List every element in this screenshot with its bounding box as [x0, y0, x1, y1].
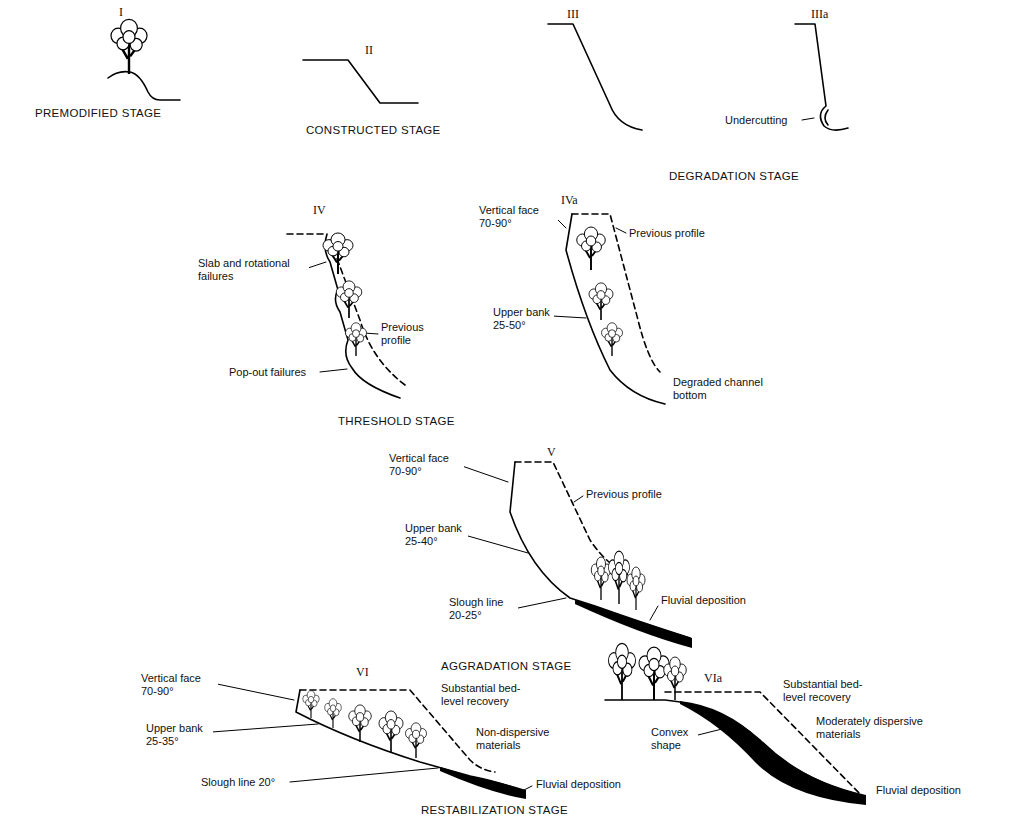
bank-profile: [566, 214, 665, 404]
annotation: Fluvial deposition: [660, 594, 747, 607]
stage-title: AGGRADATION STAGE: [440, 660, 573, 673]
stage-number: VI: [355, 666, 370, 679]
annotation: Substantial bed-level recovery: [440, 682, 538, 708]
stage-title: CONSTRUCTED STAGE: [305, 124, 442, 137]
stage-number: IIIa: [810, 8, 829, 21]
annotation: Upper bank 25-40°: [404, 522, 468, 548]
stage-number: I: [118, 6, 124, 19]
bank-profile: [303, 60, 418, 103]
annotation: Pop-out failures: [228, 366, 307, 379]
annotation: Moderately dispersive materials: [815, 715, 929, 741]
stage-number: VIa: [703, 672, 723, 685]
stage-number: III: [566, 8, 580, 21]
fluvial-deposit: [575, 600, 692, 648]
undercut-notch: [825, 110, 828, 125]
stage-number: II: [364, 44, 374, 57]
annotation: Vertical face 70-90°: [140, 672, 218, 698]
trees: [111, 19, 686, 758]
annotation: Slab and rotational failures: [197, 257, 309, 283]
fluvial-deposit: [440, 767, 526, 799]
bank-profile: [795, 24, 848, 130]
annotation: Substantial bed-level recovery: [782, 678, 880, 704]
annotation: Vertical face 70-90°: [388, 452, 464, 478]
annotation: Vertical face 70-90°: [478, 204, 558, 230]
annotation: Slough line 20°: [200, 776, 276, 789]
leader-line: [802, 118, 814, 120]
bank-profile: [548, 24, 642, 130]
stage-title: PREMODIFIED STAGE: [34, 107, 162, 120]
stage-number: IV: [312, 204, 327, 217]
stage-number: V: [546, 446, 557, 459]
stage-number: IVa: [560, 194, 579, 207]
annotation: Upper bank 25-35°: [145, 722, 213, 748]
annotation: Undercutting: [724, 114, 788, 127]
annotation: Convex shape: [650, 726, 698, 752]
annotation: Slough line 20-25°: [448, 596, 518, 622]
stage-title: THRESHOLD STAGE: [337, 415, 456, 428]
bank-profile: [325, 234, 400, 398]
stage-title: RESTABILIZATION STAGE: [420, 804, 569, 817]
annotation: Fluvial deposition: [535, 778, 622, 791]
annotation: Non-dispersive materials: [475, 726, 557, 752]
leader-line: [552, 218, 626, 318]
annotation: Upper bank 25-50°: [492, 306, 554, 332]
previous-profile: [330, 240, 405, 385]
annotation: Previous profile: [585, 488, 663, 501]
previous-profile: [287, 233, 327, 235]
annotation: Fluvial deposition: [875, 784, 962, 797]
leader-line: [308, 262, 378, 372]
annotation: Degraded channel bottom: [672, 376, 784, 402]
annotation: Previous profile: [628, 227, 706, 240]
bank-profile: [108, 72, 180, 100]
stage-title: DEGRADATION STAGE: [668, 170, 800, 183]
annotation: Previous profile: [380, 321, 442, 347]
